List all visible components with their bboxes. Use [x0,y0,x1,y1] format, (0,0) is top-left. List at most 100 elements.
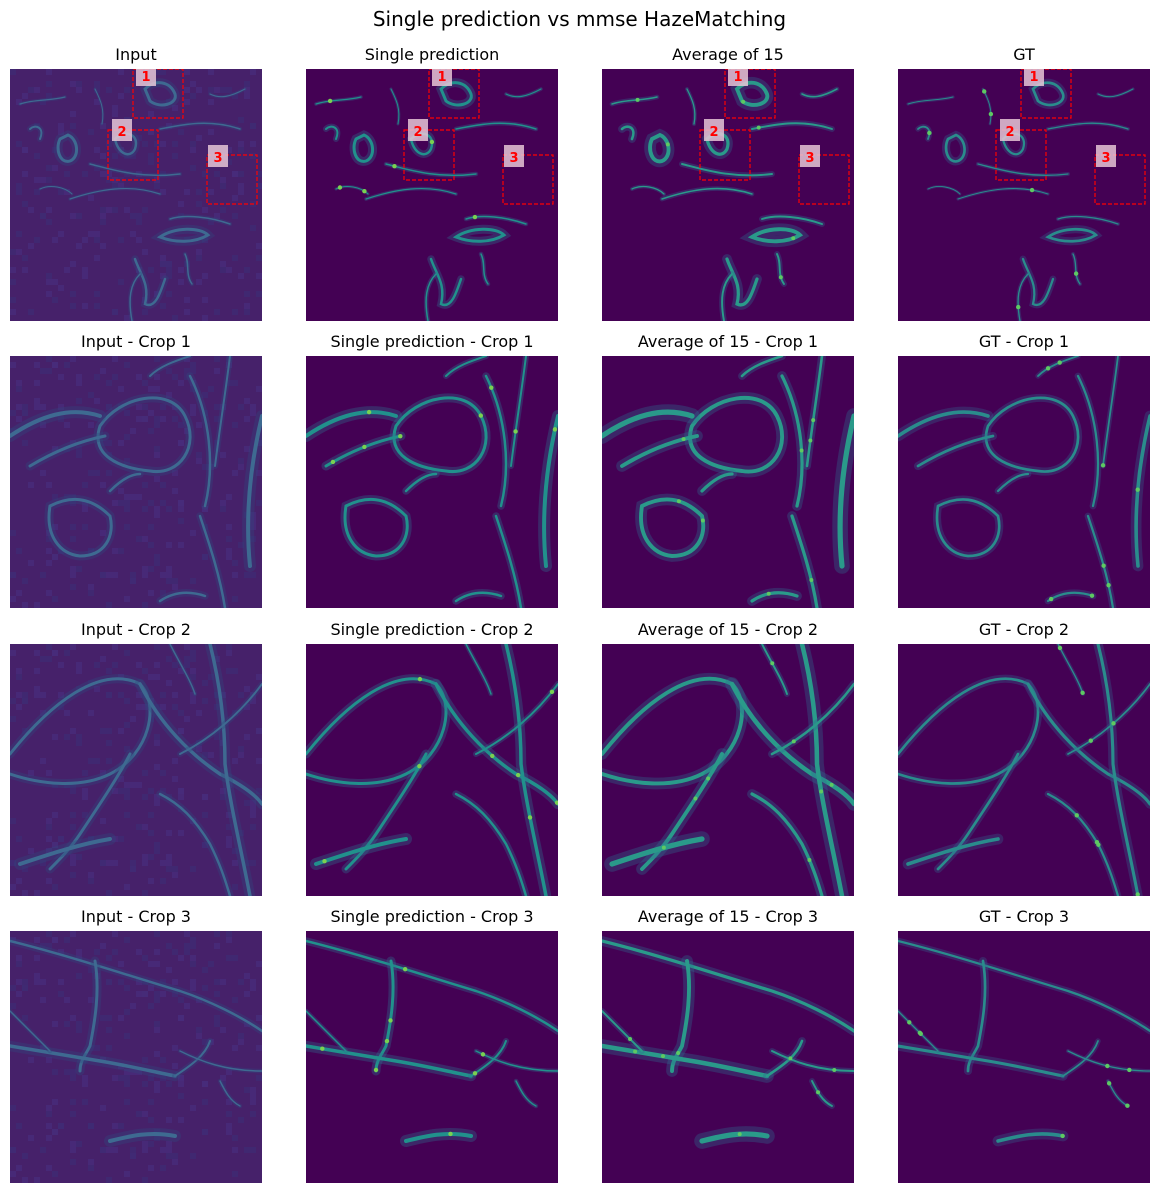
structure-stroke [688,396,784,474]
structure-stroke [209,88,246,98]
structure-stroke [811,1080,833,1107]
panel-background [306,931,558,1183]
structure-stroke [315,96,362,105]
structure-stroke [169,215,231,225]
bright-spot [676,499,681,504]
bright-spot [330,459,336,465]
structure-stroke [158,591,207,603]
structure-stroke [631,185,665,195]
bright-spot [1096,842,1101,847]
structure-stroke [837,413,854,569]
roi-box-1 [1020,69,1072,119]
structure-stroke [159,122,241,130]
structure-stroke [771,1050,854,1072]
structure-stroke [344,752,428,871]
bright-spot [1135,487,1140,492]
roi-label-2: 2 [413,125,422,140]
structure-stroke [96,396,192,474]
bright-spot [417,764,422,769]
bright-spot [829,782,834,787]
bright-spot [628,1037,633,1042]
structure-stroke [1057,215,1119,225]
structure-stroke [198,514,227,608]
bright-spot [527,815,533,820]
bright-spot [811,418,816,423]
structure-stroke [639,497,706,558]
panel-title: Single prediction - Crop 2 [330,620,534,639]
roi-box-1 [724,69,776,119]
bright-spot [1073,271,1079,276]
structure-stroke [452,227,507,243]
bright-spot [362,444,367,450]
structure-stroke [935,498,1001,558]
image-panel-crop1-single [306,356,558,608]
panel-title: Input - Crop 3 [81,907,191,926]
structure-stroke [306,1010,347,1052]
bright-spot [832,1067,837,1072]
bright-spot [665,142,670,147]
structure-stroke [747,227,804,244]
roi-label-1: 1 [733,70,742,85]
structure-stroke [445,356,487,377]
structure-stroke [510,356,527,467]
bright-spot [1100,463,1106,468]
bright-spot [472,214,478,220]
roi-box-2 [699,129,751,181]
image-panel-crop2-gt [898,644,1150,896]
panel-title: Input - Crop 1 [81,332,191,351]
bright-spot [1060,1133,1065,1139]
structure-stroke [761,644,788,695]
bright-spot [807,857,812,862]
bright-spot [799,448,804,453]
structure-stroke [434,682,558,806]
structure-stroke [602,1043,770,1079]
panel-background [898,931,1150,1183]
bright-spot [398,433,403,439]
roi-label-3: 3 [213,151,222,166]
roi-label-bg [1000,119,1020,141]
structure-stroke [916,434,995,468]
bright-spot [554,800,558,805]
bright-spot [927,130,932,136]
panel-background [898,356,1150,608]
structure-stroke [907,96,954,105]
structure-stroke [761,215,823,225]
structure-stroke [984,396,1080,473]
structure-stroke [19,96,66,105]
structure-stroke [780,374,804,508]
bright-spot [681,437,686,442]
bright-spot [635,97,640,102]
bright-spot [384,1038,390,1044]
bright-spot [1074,813,1079,818]
structure-stroke [10,1010,51,1052]
roi-label-3: 3 [1101,151,1110,166]
panel-title: Average of 15 - Crop 3 [637,907,819,926]
structure-stroke [898,410,990,438]
structure-stroke [620,125,635,141]
structure-stroke [10,410,102,438]
bright-spot [1057,360,1062,365]
structure-stroke [765,1039,804,1078]
structure-stroke [179,1050,262,1072]
bright-spot [327,98,333,104]
panel-title: Average of 15 - Crop 2 [637,620,819,639]
structure-stroke [94,88,104,125]
bright-spot [549,689,555,695]
structure-stroke [188,374,212,508]
panel-background [602,356,854,608]
bright-spot [1016,304,1021,310]
structure-stroke [776,253,785,285]
structure-stroke [179,683,262,755]
image-panel-crop1-input [10,356,262,608]
bright-spot [480,1052,486,1057]
structure-stroke [1076,374,1100,508]
roi-box-3 [502,154,554,205]
structure-stroke [750,792,824,896]
structure-stroke [404,1131,473,1143]
structure-stroke [343,497,409,558]
structure-stroke [1102,356,1119,467]
structure-stroke [640,752,724,871]
roi-label-bg [704,119,724,141]
roi-label-1: 1 [1029,70,1038,85]
